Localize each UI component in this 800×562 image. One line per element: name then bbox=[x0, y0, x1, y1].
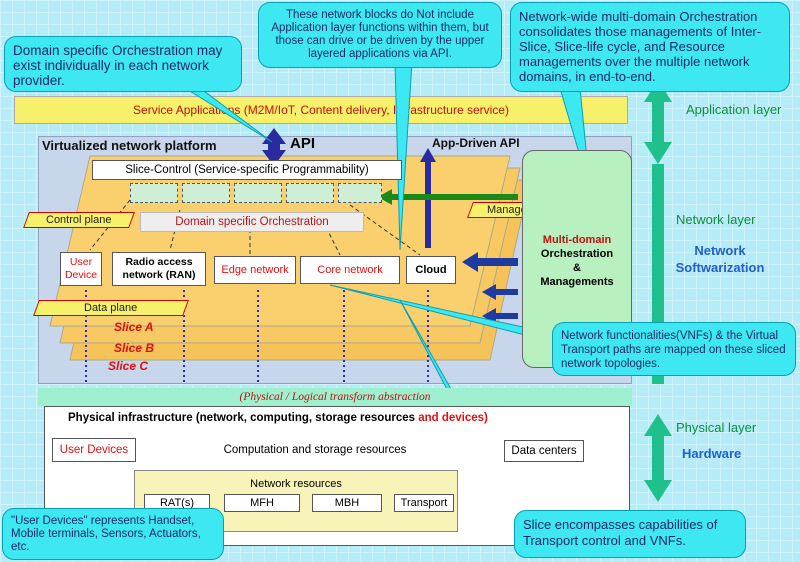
application-layer-label: Application layer bbox=[686, 102, 782, 117]
phys-user-devices-label: User Devices bbox=[59, 444, 129, 456]
resource-mfh: MFH bbox=[224, 494, 300, 512]
callout-user-devices-text: "User Devices" represents Handset, Mobil… bbox=[11, 515, 201, 553]
callout-slice: Slice encompasses capabilities of Transp… bbox=[514, 510, 746, 558]
callout-vnf: Network functionalities(VNFs) & the Virt… bbox=[552, 322, 796, 376]
resource-rat: RAT(s) bbox=[144, 494, 210, 512]
ran-label: Radio access network (RAN) bbox=[122, 256, 196, 281]
multidomain-line3: & bbox=[573, 262, 581, 274]
vnf-cell-3 bbox=[234, 183, 282, 203]
data-centers-label: Data centers bbox=[511, 445, 577, 457]
cloud-label: Cloud bbox=[415, 264, 447, 276]
cloud-node: Cloud bbox=[406, 256, 456, 284]
user-device-label: User Device bbox=[64, 256, 98, 281]
data-plane-tag: Data plane bbox=[33, 300, 189, 316]
callout-multidomain: Network-wide multi-domain Orchestration … bbox=[510, 2, 790, 92]
comp-storage-box: Computation and storage resources bbox=[150, 440, 480, 462]
hardware-label: Hardware bbox=[682, 446, 742, 461]
slice-control-bar: Slice-Control (Service-specific Programm… bbox=[92, 160, 402, 180]
resource-transport: Transport bbox=[394, 494, 454, 512]
control-plane-label: Control plane bbox=[46, 214, 112, 226]
multidomain-line2: Orchestration bbox=[540, 248, 614, 260]
callout-multidomain-text: Network-wide multi-domain Orchestration … bbox=[519, 9, 762, 84]
phys-user-devices-box: User Devices bbox=[52, 438, 136, 462]
api-arrow bbox=[262, 128, 286, 166]
service-applications-bar: Service Applications (M2M/IoT, Content d… bbox=[14, 96, 628, 124]
vnf-cell-4 bbox=[286, 183, 334, 203]
ran-node: Radio access network (RAN) bbox=[112, 252, 206, 286]
data-plane-label: Data plane bbox=[84, 302, 138, 314]
network-layer-label: Network layer bbox=[676, 212, 756, 227]
control-plane-tag: Control plane bbox=[23, 212, 135, 228]
vnf-cell-5 bbox=[338, 183, 382, 203]
domain-orchestration-label: Domain specific Orchestration bbox=[175, 216, 329, 228]
slice-b-label: Slice B bbox=[114, 341, 155, 355]
user-device-node: User Device bbox=[60, 252, 102, 286]
physical-title-label: Physical infrastructure (network, comput… bbox=[68, 412, 416, 424]
app-api-label: App-Driven API bbox=[432, 136, 520, 150]
edge-network-label: Edge network bbox=[221, 264, 289, 276]
vnf-cell-2 bbox=[182, 183, 230, 203]
physical-title-red: and devices) bbox=[418, 412, 488, 424]
abstraction-label: (Physical / Logical transform abstractio… bbox=[239, 391, 431, 403]
edge-network-node: Edge network bbox=[214, 256, 296, 284]
core-network-node: Core network bbox=[300, 256, 400, 284]
physical-title: Physical infrastructure (network, comput… bbox=[68, 412, 488, 424]
slice-c-label: Slice C bbox=[108, 359, 149, 373]
platform-title: Virtualized network platform bbox=[42, 138, 217, 153]
api-label: API bbox=[290, 135, 316, 152]
callout-slice-text: Slice encompasses capabilities of Transp… bbox=[523, 517, 718, 548]
layer-arrows bbox=[644, 80, 672, 502]
data-centers-box: Data centers bbox=[504, 440, 584, 462]
callout-user-devices: "User Devices" represents Handset, Mobil… bbox=[2, 508, 224, 560]
callout-domain-orchestration-text: Domain specific Orchestration may exist … bbox=[13, 43, 223, 88]
slice-control-label: Slice-Control (Service-specific Programm… bbox=[125, 164, 369, 176]
slice-a-label: Slice A bbox=[114, 320, 154, 334]
domain-orchestration-box: Domain specific Orchestration bbox=[140, 212, 364, 232]
vnf-cell-1 bbox=[130, 183, 178, 203]
network-resources-title: Network resources bbox=[250, 478, 342, 490]
callout-vnf-text: Network functionalities(VNFs) & the Virt… bbox=[561, 330, 786, 370]
callout-network-blocks: These network blocks do Not include Appl… bbox=[258, 2, 502, 68]
multidomain-line4: Managements bbox=[540, 276, 614, 288]
resource-mbh: MBH bbox=[312, 494, 382, 512]
comp-storage-label: Computation and storage resources bbox=[223, 444, 407, 456]
abstraction-bar: (Physical / Logical transform abstractio… bbox=[38, 388, 632, 406]
callout-network-blocks-text: These network blocks do Not include Appl… bbox=[271, 9, 489, 60]
multidomain-line1: Multi-domain bbox=[542, 234, 612, 246]
core-network-label: Core network bbox=[317, 264, 383, 276]
callout-domain-orchestration: Domain specific Orchestration may exist … bbox=[4, 36, 242, 92]
network-softwarization-label: Network Softwarization bbox=[675, 243, 765, 275]
physical-layer-label: Physical layer bbox=[676, 420, 757, 435]
